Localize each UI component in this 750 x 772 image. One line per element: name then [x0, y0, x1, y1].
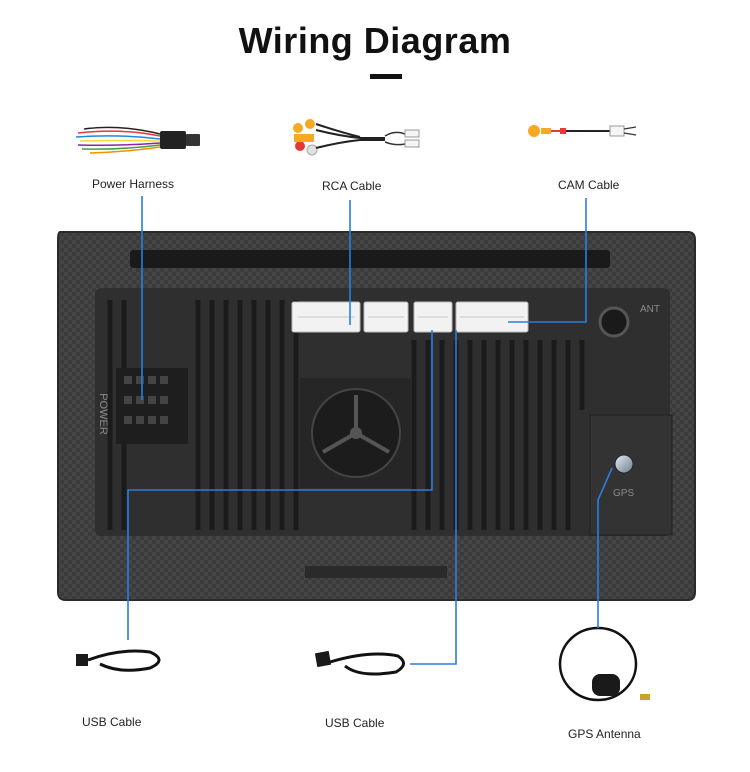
usb-cable-mid-label: USB Cable [325, 716, 385, 730]
power-port-marking: POWER [97, 393, 109, 435]
power-harness-label: Power Harness [92, 177, 175, 191]
usb-cable-left-label: USB Cable [82, 715, 142, 729]
cam-cable-label: CAM Cable [558, 178, 620, 192]
gps-antenna [558, 626, 650, 702]
usb-cable-left [76, 649, 161, 672]
callout-lines [127, 196, 613, 665]
head-unit-rear: POWER ANT GPS [57, 231, 696, 601]
title-underline [370, 74, 402, 79]
ant-port-marking: ANT [640, 304, 660, 315]
power-harness-cable [75, 126, 200, 154]
rca-cable [293, 119, 420, 156]
page-title: Wiring Diagram [238, 20, 512, 61]
gps-port-marking: GPS [613, 488, 634, 499]
usb-cable-mid [314, 650, 405, 676]
gps-antenna-label: GPS Antenna [568, 727, 641, 741]
cam-cable [528, 125, 637, 137]
rca-cable-label: RCA Cable [322, 179, 382, 193]
